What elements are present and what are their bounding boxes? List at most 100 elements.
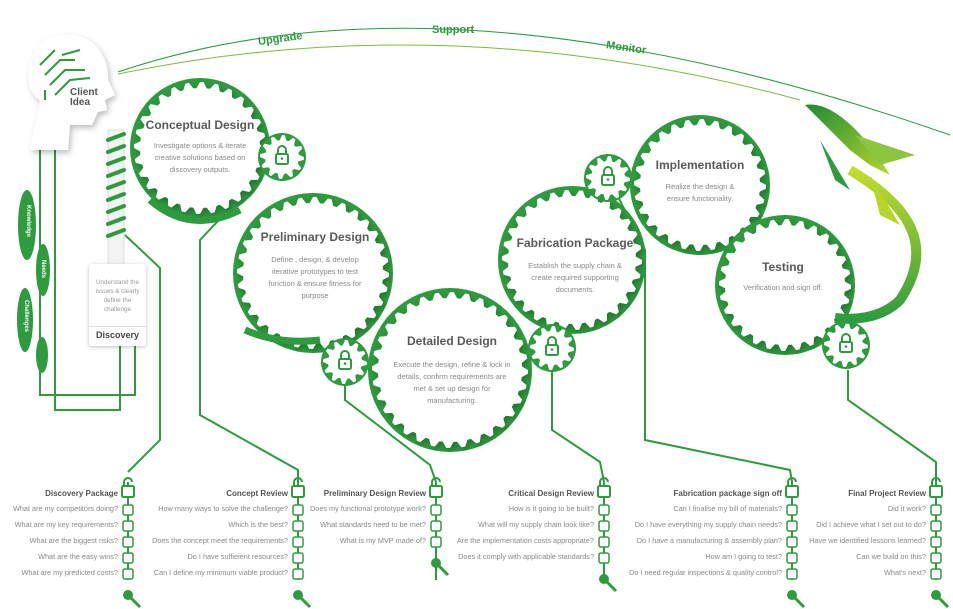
review-question: Do I have a manufacturing & assembly pla… — [636, 536, 782, 545]
stage-title-preliminary-design: Preliminary Design — [260, 230, 370, 244]
checkbox[interactable] — [786, 520, 798, 532]
review-question: Do I need regular inspections & quality … — [629, 568, 782, 577]
stage-title-fabrication-package: Fabrication Package — [516, 236, 634, 250]
review-question: What are my predicted costs? — [21, 568, 118, 577]
arrow-preliminary — [243, 326, 321, 345]
stage-desc-implementation: Realize the design & ensure functionalit… — [665, 182, 735, 203]
head-label-line1: Client — [70, 87, 98, 98]
vine-label-knowledge: Knowledge — [25, 205, 31, 238]
head-label: Client Idea — [70, 88, 98, 108]
checkbox[interactable] — [598, 552, 610, 564]
checkbox[interactable] — [930, 568, 942, 580]
review-question: How many ways to solve the challenge? — [158, 504, 288, 513]
checklist-chain — [785, 477, 806, 609]
spring-coil — [106, 129, 126, 266]
discovery-title: Discovery — [89, 326, 146, 340]
gift-hand-icon — [121, 477, 135, 498]
checkbox[interactable] — [122, 552, 134, 564]
review-question: Do I have everything my supply chain nee… — [634, 520, 782, 529]
checkbox[interactable] — [430, 536, 442, 548]
review-question: Did I achieve what I set out to do? — [816, 520, 926, 529]
support-arc — [117, 27, 951, 136]
arc-label-support: Support — [432, 24, 475, 36]
stage-title-conceptual-design: Conceptual Design — [145, 118, 255, 132]
checkbox[interactable] — [786, 552, 798, 564]
lock-gear-1 — [258, 133, 306, 181]
key-icon — [293, 590, 312, 609]
review-title: Preliminary Design Review — [323, 489, 426, 498]
checkbox[interactable] — [122, 568, 134, 580]
stage-desc-conceptual-design: Investigate options & iterate creative s… — [153, 141, 247, 174]
review-question: Are the implementation costs appropriate… — [456, 536, 594, 545]
stage-desc-testing: Verification and sign off. — [743, 283, 823, 292]
review-question: What is my MVP made of? — [339, 536, 426, 545]
review-title: Concept Review — [226, 489, 288, 498]
checkbox[interactable] — [598, 504, 610, 516]
checkbox[interactable] — [122, 520, 134, 532]
checkbox[interactable] — [430, 504, 442, 516]
review-question: Can we build on this? — [856, 552, 926, 561]
checkbox[interactable] — [122, 504, 134, 516]
review-question: What will my supply chain look like? — [478, 520, 594, 529]
rocket-icon — [805, 104, 922, 324]
lock-icon — [839, 333, 853, 353]
review-question: What standards need to be met? — [320, 520, 426, 529]
review-question: Does my functional prototype work? — [310, 504, 426, 513]
checkbox[interactable] — [292, 552, 304, 564]
checkbox[interactable] — [930, 504, 942, 516]
lock-gear-2 — [321, 338, 369, 386]
checklist-chain — [429, 477, 450, 580]
key-icon — [931, 590, 950, 609]
stage-desc-fabrication-package: Establish the supply chain & create requ… — [528, 261, 622, 294]
checklist-chain — [929, 477, 950, 609]
checkbox[interactable] — [930, 520, 942, 532]
checkbox[interactable] — [598, 520, 610, 532]
gear-testing — [715, 215, 855, 355]
lock-icon — [338, 350, 352, 370]
checkbox[interactable] — [292, 568, 304, 580]
review-question: Which is the best? — [228, 520, 288, 529]
review-question: Can I define my minimum viable product? — [153, 568, 288, 577]
vines — [17, 190, 50, 373]
lock-gear-5 — [822, 321, 870, 369]
checkbox[interactable] — [786, 568, 798, 580]
checklist-chain — [597, 477, 618, 593]
checkbox[interactable] — [786, 536, 798, 548]
review-question: Did it work? — [887, 504, 926, 513]
checkbox[interactable] — [930, 536, 942, 548]
lock-icon — [601, 166, 615, 186]
review-question: What's next? — [884, 568, 926, 577]
review-question: What are my competitors doing? — [12, 504, 118, 513]
review-question: What are my key requirements? — [14, 520, 118, 529]
lock-icon — [785, 477, 799, 498]
checkbox[interactable] — [930, 552, 942, 564]
head-silhouette — [28, 34, 115, 150]
checkbox[interactable] — [430, 520, 442, 532]
lock-icon — [597, 477, 611, 498]
checkbox[interactable] — [786, 504, 798, 516]
checklist-chain — [291, 477, 312, 609]
stage-title-testing: Testing — [762, 260, 804, 274]
checkbox[interactable] — [292, 504, 304, 516]
gear-conceptual-design — [130, 78, 270, 218]
review-question: Have we identified lessons learned? — [809, 536, 926, 545]
review-question: How is it going to be built? — [508, 504, 594, 513]
review-title: Discovery Package — [45, 489, 118, 498]
checkbox[interactable] — [292, 536, 304, 548]
lock-icon — [291, 477, 305, 498]
checklist-chain — [121, 477, 142, 609]
review-question: What are the easy wins? — [38, 552, 118, 561]
checkbox[interactable] — [122, 536, 134, 548]
review-title: Fabrication package sign off — [673, 489, 782, 498]
lock-icon — [275, 145, 289, 165]
review-question: What are the biggest risks? — [29, 536, 118, 545]
checkbox[interactable] — [292, 520, 304, 532]
checkbox[interactable] — [598, 536, 610, 548]
review-question: Can I finalise my bill of materials? — [673, 504, 782, 513]
